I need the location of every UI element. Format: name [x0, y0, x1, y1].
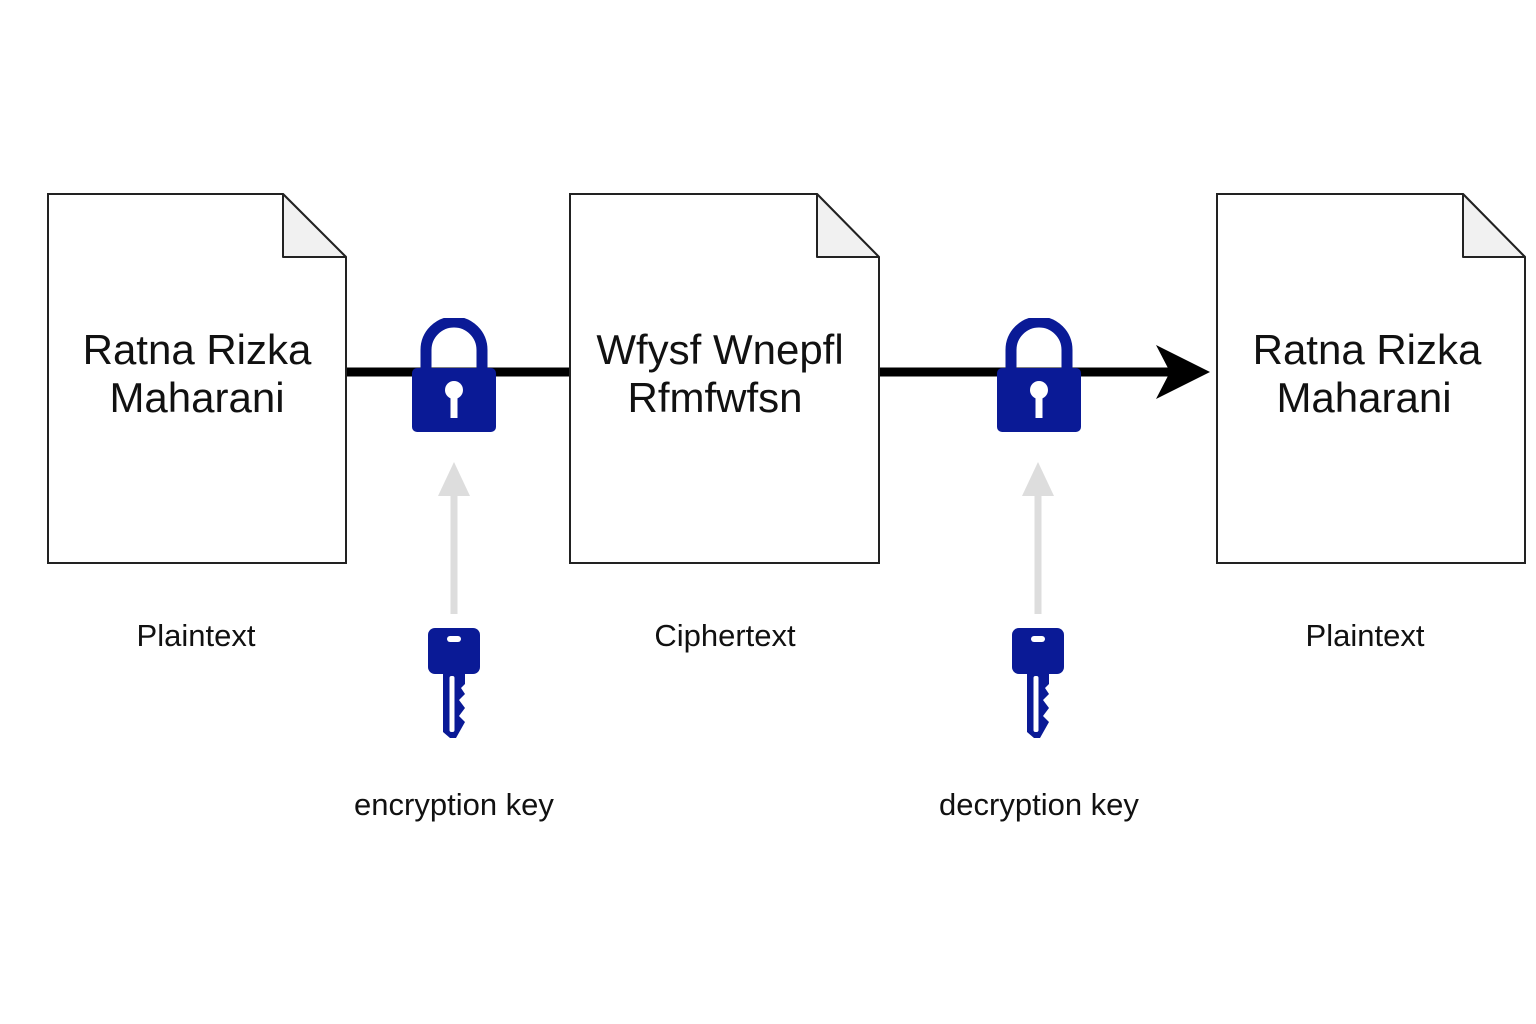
flow-arrowhead [1156, 345, 1210, 399]
document-ciphertext: Wfysf Wnepfl Rfmfwfsn [569, 193, 880, 564]
caption-plaintext-input: Plaintext [137, 618, 256, 653]
encryption-key-arrow [438, 462, 470, 614]
document-text-line: Ratna Rizka [1253, 326, 1482, 373]
key-icon [1012, 628, 1064, 738]
decryption-key-label: decryption key [939, 787, 1139, 822]
encryption-key-label: encryption key [354, 787, 554, 822]
document-text-line: Rfmfwfsn [627, 374, 802, 421]
decryption-key-arrow [1022, 462, 1054, 614]
padlock-icon [412, 322, 496, 432]
document-text-line: Maharani [109, 374, 284, 421]
document-plaintext-input: Ratna Rizka Maharani [47, 193, 347, 564]
padlock-icon [997, 322, 1081, 432]
key-icon [428, 628, 480, 738]
document-text-line: Wfysf Wnepfl [596, 326, 843, 373]
caption-plaintext-output: Plaintext [1306, 618, 1425, 653]
document-plaintext-output: Ratna Rizka Maharani [1216, 193, 1526, 564]
caption-ciphertext: Ciphertext [654, 618, 796, 653]
document-text-line: Maharani [1276, 374, 1451, 421]
document-text-line: Ratna Rizka [83, 326, 312, 373]
